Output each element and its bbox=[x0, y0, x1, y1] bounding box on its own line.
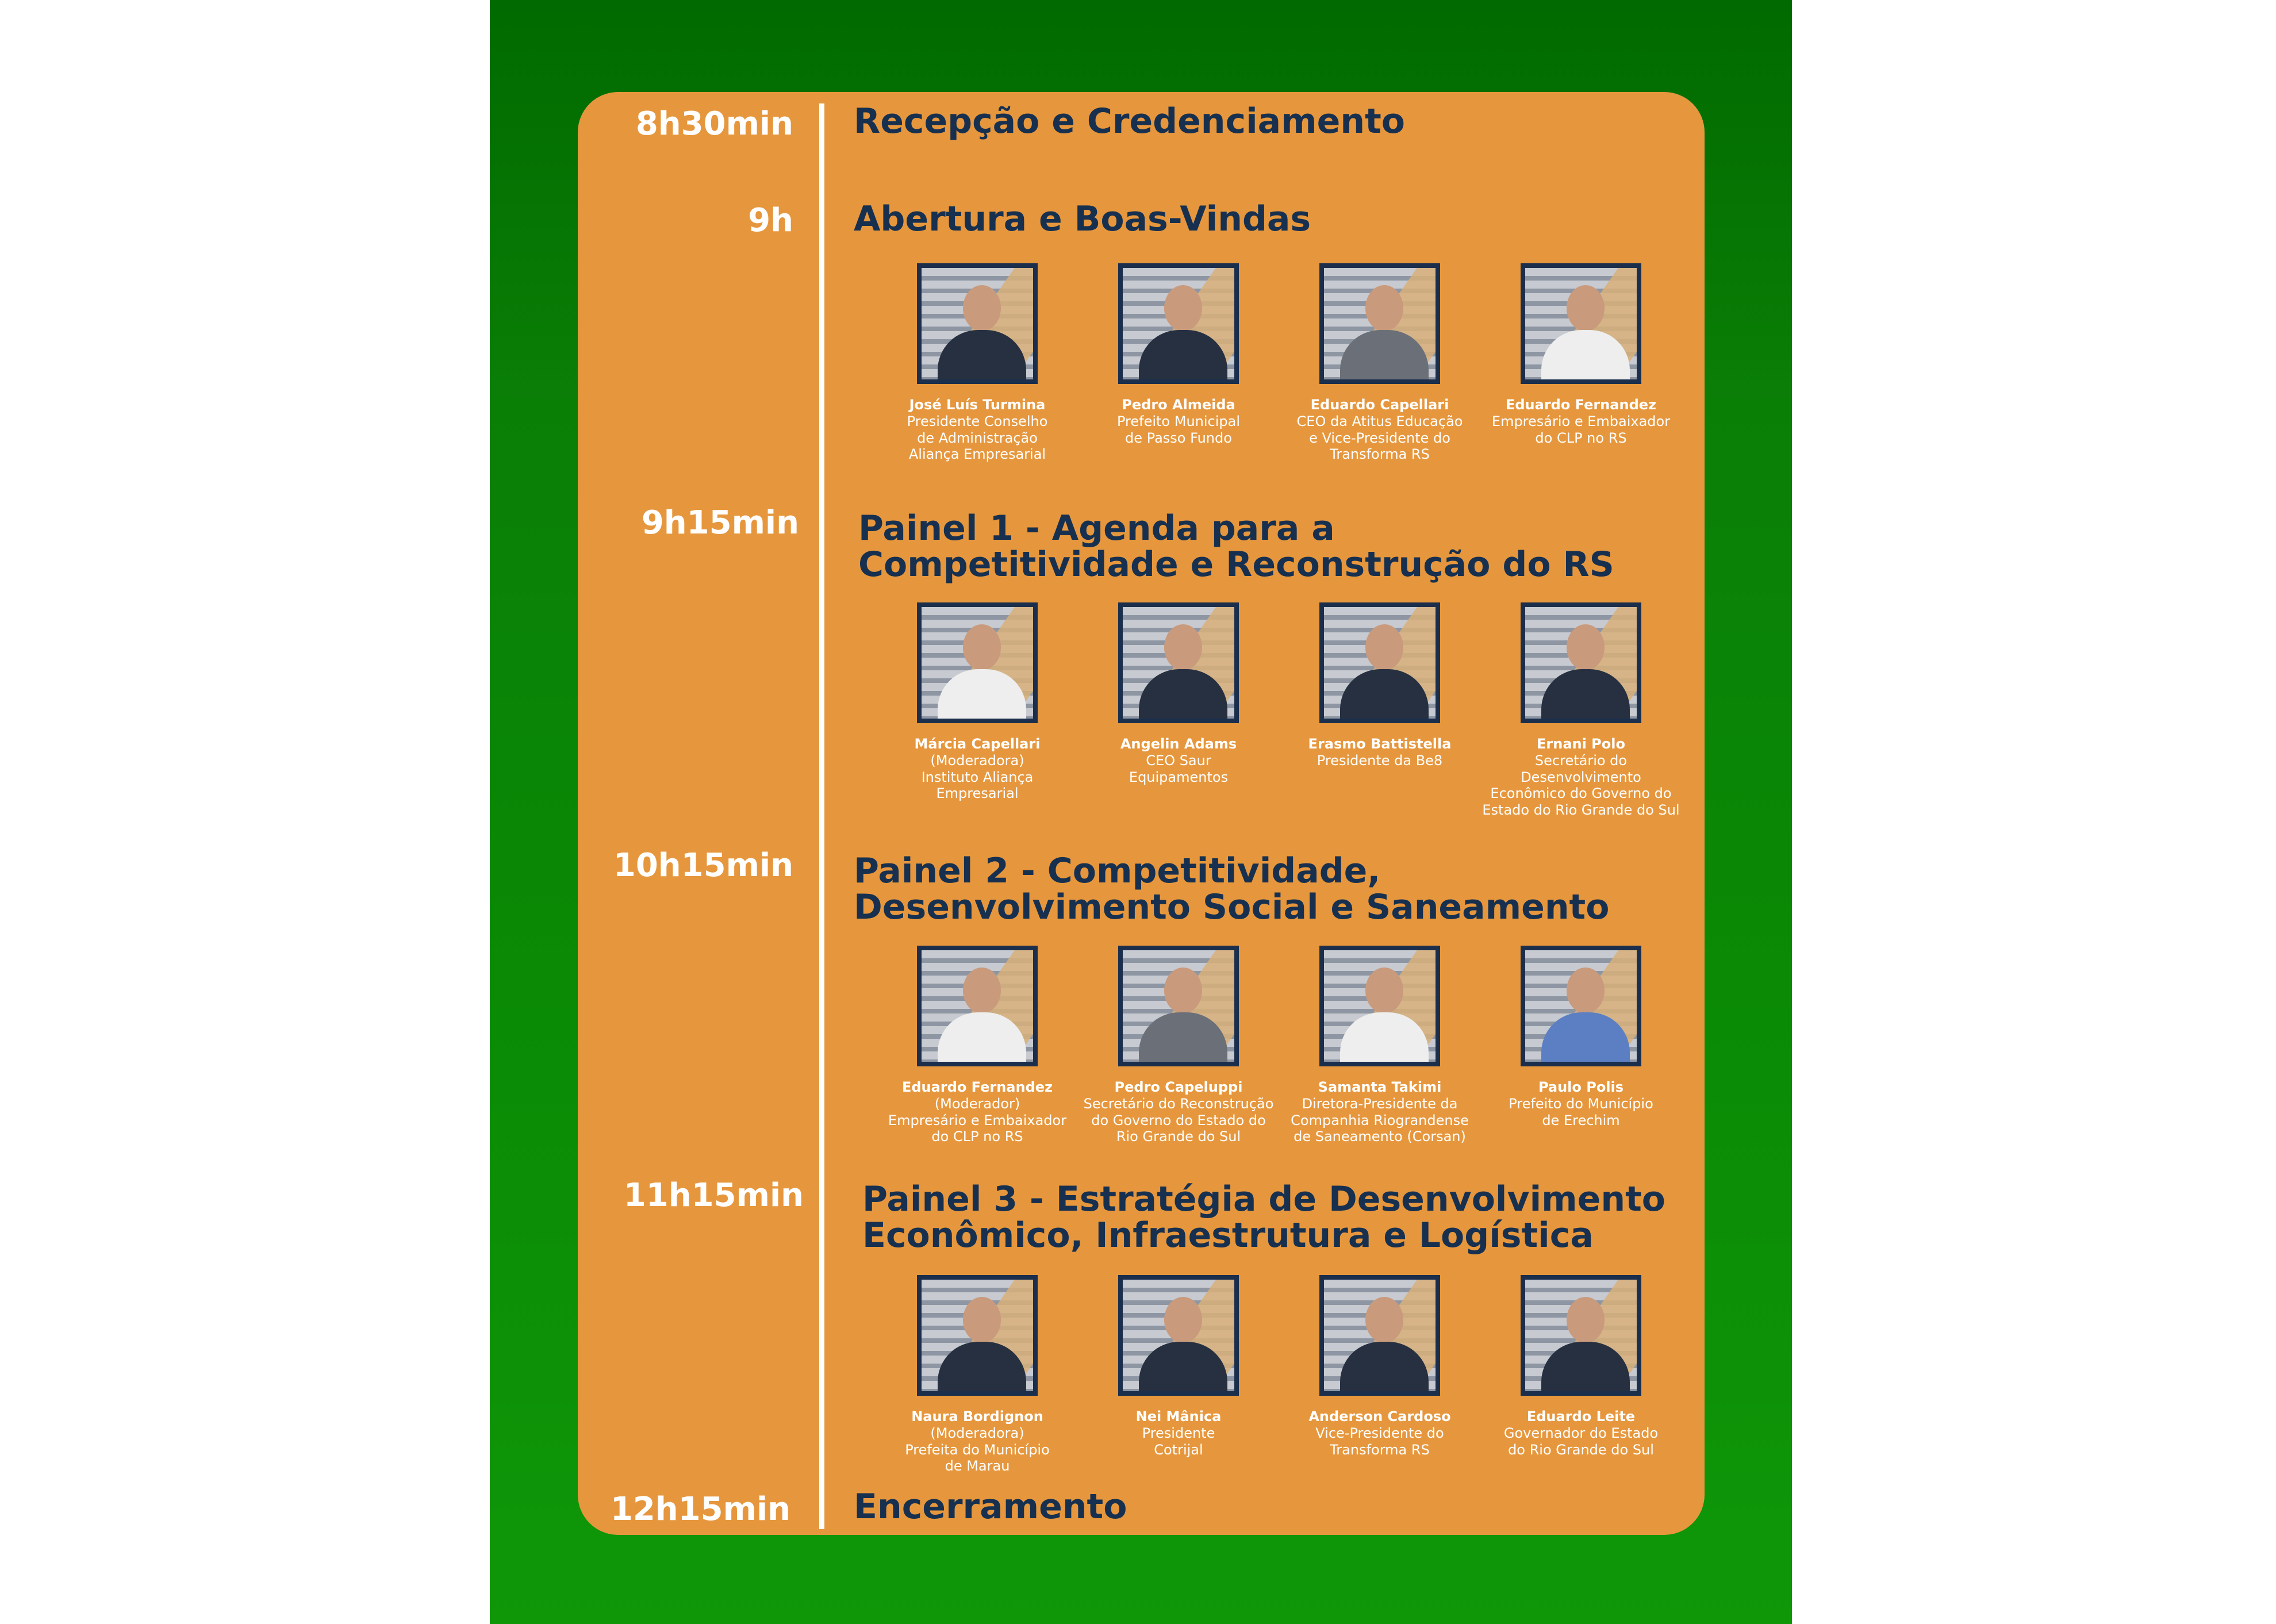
speaker-photo bbox=[1118, 946, 1239, 1066]
speaker-card: Ernani Polo Secretário do Desenvolviment… bbox=[1480, 602, 1682, 819]
speaker-role: (Moderadora) Instituto Aliança Empresari… bbox=[921, 752, 1034, 802]
speaker-name: Naura Bordignon bbox=[911, 1408, 1043, 1425]
speaker-photo bbox=[917, 1275, 1038, 1396]
time-label: 10h15min bbox=[613, 847, 793, 884]
speaker-card: Nei Mânica Presidente Cotrijal bbox=[1078, 1275, 1279, 1475]
speaker-card: Pedro Capeluppi Secretário do Reconstruç… bbox=[1078, 946, 1279, 1145]
speaker-role: Secretário do Desenvolvimento Econômico … bbox=[1482, 752, 1680, 819]
speaker-name: José Luís Turmina bbox=[909, 397, 1046, 413]
speaker-role: Presidente da Be8 bbox=[1317, 752, 1443, 769]
speaker-card: Eduardo Fernandez Empresário e Embaixado… bbox=[1480, 263, 1682, 463]
speaker-role: Prefeito Municipal de Passo Fundo bbox=[1116, 413, 1241, 446]
speaker-row: Eduardo Fernandez (Moderador) Empresário… bbox=[877, 946, 1682, 1145]
speaker-name: Angelin Adams bbox=[1120, 736, 1237, 752]
speaker-photo bbox=[1521, 946, 1641, 1066]
session-title: Recepção e Credenciamento bbox=[854, 101, 1405, 141]
session-title: Painel 1 - Agenda para a Competitividade… bbox=[858, 508, 1614, 585]
speaker-role: Empresário e Embaixador do CLP no RS bbox=[1491, 413, 1671, 446]
speaker-name: Samanta Takimi bbox=[1318, 1079, 1442, 1095]
speaker-photo bbox=[1319, 946, 1440, 1066]
speaker-photo bbox=[1118, 263, 1239, 384]
speaker-card: Paulo Polis Prefeito do Município de Ere… bbox=[1480, 946, 1682, 1145]
speaker-role: Diretora-Presidente da Companhia Riogran… bbox=[1291, 1095, 1469, 1145]
speaker-role: Prefeito do Município de Erechim bbox=[1509, 1095, 1653, 1128]
session-title: Painel 2 - Competitividade, Desenvolvime… bbox=[854, 851, 1610, 927]
speaker-card: José Luís Turmina Presidente Conselho de… bbox=[877, 263, 1078, 463]
speaker-card: Eduardo Capellari CEO da Atitus Educação… bbox=[1279, 263, 1480, 463]
session-title: Painel 3 - Estratégia de Desenvolvimento… bbox=[862, 1179, 1665, 1256]
speaker-name: Anderson Cardoso bbox=[1308, 1408, 1451, 1425]
speaker-role: Vice-Presidente do Transforma RS bbox=[1315, 1425, 1444, 1458]
timeline-divider bbox=[819, 103, 824, 1529]
time-label: 11h15min bbox=[623, 1177, 804, 1214]
speaker-photo bbox=[1521, 1275, 1641, 1396]
session-title: Abertura e Boas-Vindas bbox=[854, 199, 1311, 239]
speaker-photo bbox=[1118, 602, 1239, 723]
session-title: Encerramento bbox=[854, 1487, 1127, 1527]
speaker-name: Ernani Polo bbox=[1537, 736, 1625, 752]
speaker-photo bbox=[1319, 1275, 1440, 1396]
time-label: 9h bbox=[748, 202, 793, 239]
speaker-role: Presidente Cotrijal bbox=[1142, 1425, 1215, 1458]
speaker-photo bbox=[1521, 263, 1641, 384]
speaker-card: Pedro Almeida Prefeito Municipal de Pass… bbox=[1078, 263, 1279, 463]
speaker-card: Naura Bordignon (Moderadora) Prefeita do… bbox=[877, 1275, 1078, 1475]
speaker-name: Pedro Capeluppi bbox=[1114, 1079, 1243, 1095]
time-label: 8h30min bbox=[635, 105, 793, 143]
speaker-row: Naura Bordignon (Moderadora) Prefeita do… bbox=[877, 1275, 1682, 1475]
speaker-row: Márcia Capellari (Moderadora) Instituto … bbox=[877, 602, 1682, 819]
speaker-card: Samanta Takimi Diretora-Presidente da Co… bbox=[1279, 946, 1480, 1145]
speaker-name: Eduardo Fernandez bbox=[901, 1079, 1053, 1095]
speaker-role: Governador do Estado do Rio Grande do Su… bbox=[1503, 1425, 1659, 1458]
speaker-name: Eduardo Fernandez bbox=[1505, 397, 1657, 413]
speaker-card: Eduardo Leite Governador do Estado do Ri… bbox=[1480, 1275, 1682, 1475]
speaker-photo bbox=[917, 263, 1038, 384]
speaker-card: Angelin Adams CEO Saur Equipamentos bbox=[1078, 602, 1279, 819]
speaker-card: Erasmo Battistella Presidente da Be8 bbox=[1279, 602, 1480, 819]
speaker-name: Eduardo Leite bbox=[1526, 1408, 1636, 1425]
time-label: 12h15min bbox=[610, 1491, 790, 1528]
speaker-role: CEO da Atitus Educação e Vice-Presidente… bbox=[1296, 413, 1463, 463]
speaker-role: (Moderador) Empresário e Embaixador do C… bbox=[888, 1095, 1067, 1145]
speaker-role: Presidente Conselho de Administração Ali… bbox=[907, 413, 1048, 463]
time-label: 9h15min bbox=[641, 504, 799, 542]
speaker-name: Erasmo Battistella bbox=[1308, 736, 1452, 752]
speaker-role: Secretário do Reconstrução do Governo do… bbox=[1083, 1095, 1274, 1145]
speaker-name: Márcia Capellari bbox=[914, 736, 1041, 752]
speaker-photo bbox=[1319, 602, 1440, 723]
speaker-card: Eduardo Fernandez (Moderador) Empresário… bbox=[877, 946, 1078, 1145]
speaker-row: José Luís Turmina Presidente Conselho de… bbox=[877, 263, 1682, 463]
speaker-name: Paulo Polis bbox=[1538, 1079, 1624, 1095]
speaker-card: Anderson Cardoso Vice-Presidente do Tran… bbox=[1279, 1275, 1480, 1475]
speaker-photo bbox=[1521, 602, 1641, 723]
speaker-name: Eduardo Capellari bbox=[1310, 397, 1449, 413]
speaker-role: (Moderadora) Prefeita do Município de Ma… bbox=[905, 1425, 1050, 1475]
speaker-photo bbox=[917, 946, 1038, 1066]
speaker-photo bbox=[1118, 1275, 1239, 1396]
speaker-card: Márcia Capellari (Moderadora) Instituto … bbox=[877, 602, 1078, 819]
speaker-role: CEO Saur Equipamentos bbox=[1129, 752, 1229, 785]
speaker-photo bbox=[1319, 263, 1440, 384]
speaker-name: Pedro Almeida bbox=[1122, 397, 1235, 413]
speaker-name: Nei Mânica bbox=[1135, 1408, 1222, 1425]
speaker-photo bbox=[917, 602, 1038, 723]
